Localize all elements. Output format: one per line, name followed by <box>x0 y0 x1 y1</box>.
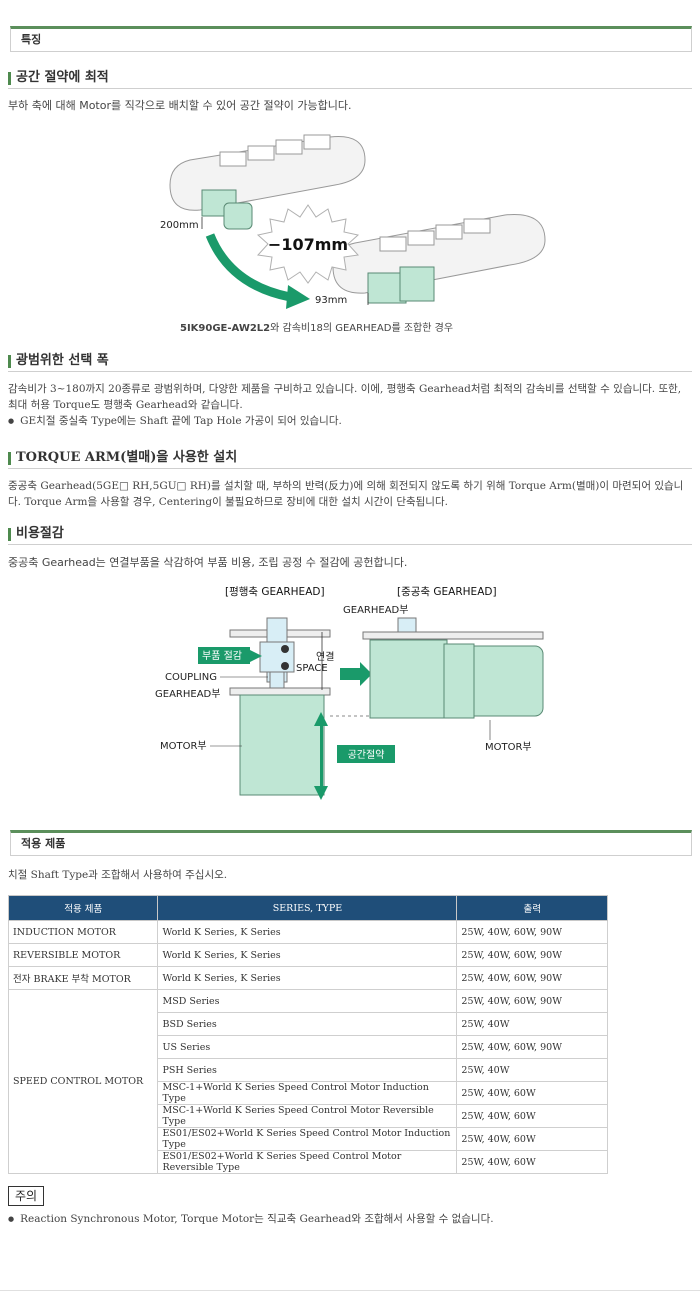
table-header-row: 적용 제품 SERIES, TYPE 출력 <box>7 895 608 921</box>
cell-output: 25W, 40W, 60W <box>456 1104 608 1128</box>
transition-arrow <box>205 233 291 302</box>
cell-output: 25W, 40W, 60W <box>456 1127 608 1151</box>
cell-output: 25W, 40W <box>456 1058 608 1082</box>
dimension-93: 93mm <box>315 295 347 306</box>
cell-series: US Series <box>157 1035 458 1059</box>
hollow-assembly: GEARHEAD부 <box>343 605 544 719</box>
cell-series: PSH Series <box>157 1058 458 1082</box>
caption-rest: 와 감속비18의 GEARHEAD를 조합한 경우 <box>270 323 454 334</box>
cell-series: ES01/ES02+World K Series Speed Control M… <box>157 1150 458 1174</box>
table-row: US Series 25W, 40W, 60W, 90W <box>9 1035 608 1059</box>
table-row: ES01/ES02+World K Series Speed Control M… <box>9 1150 608 1174</box>
cell-series: ES01/ES02+World K Series Speed Control M… <box>157 1127 458 1151</box>
gearhead-label-top: GEARHEAD부 <box>343 605 408 616</box>
cell-series: World K Series, K Series <box>157 966 458 990</box>
parts-save-label: 부품 절감 <box>202 649 242 662</box>
products-header: 적용 제품 <box>10 830 692 856</box>
table-row: INDUCTION MOTOR World K Series, K Series… <box>7 920 608 944</box>
col-product: 적용 제품 <box>7 895 159 921</box>
dimension-200: 200mm <box>160 220 199 231</box>
section-title-space-saving: 공간 절약에 최적 <box>8 69 692 89</box>
cell-output: 25W, 40W <box>456 1012 608 1036</box>
cell-series: MSC-1+World K Series Speed Control Motor… <box>157 1104 458 1128</box>
cell-product: INDUCTION MOTOR <box>7 920 159 944</box>
cell-series: BSD Series <box>157 1012 458 1036</box>
cell-output: 25W, 40W, 60W, 90W <box>456 943 608 967</box>
cell-output: 25W, 40W, 60W, 90W <box>456 989 608 1013</box>
title-hollow: [중공축 GEARHEAD] <box>397 586 497 598</box>
diagram-caption: 5IK90GE-AW2L2와 감속비18의 GEARHEAD를 조합한 경우 <box>180 321 580 337</box>
connect-label: 연결 <box>316 651 334 663</box>
reduction-label: −107mm <box>268 235 348 254</box>
cell-output: 25W, 40W, 60W <box>456 1081 608 1105</box>
features-header: 특징 <box>10 26 692 52</box>
parallel-assembly <box>229 617 331 796</box>
section-title-torque-arm: TORQUE ARM(별매)을 사용한 설치 <box>8 449 692 469</box>
table-row: ES01/ES02+World K Series Speed Control M… <box>9 1127 608 1151</box>
parts-save-badge <box>198 647 250 664</box>
cell-output: 25W, 40W, 60W, 90W <box>456 1035 608 1059</box>
motor-label-left: MOTOR부 <box>160 741 207 752</box>
caution-label: 주의 <box>8 1186 45 1206</box>
reduction-starburst <box>256 204 360 284</box>
table-row: MSC-1+World K Series Speed Control Motor… <box>9 1081 608 1105</box>
section-text-space-saving: 부하 축에 대해 Motor를 직각으로 배치할 수 있어 공간 절약이 가능합… <box>8 99 352 112</box>
space-label: SPACE <box>296 663 328 674</box>
cell-product: 전자 BRAKE 부착 MOTOR <box>7 966 159 990</box>
cell-output: 25W, 40W, 60W, 90W <box>456 966 608 990</box>
lower-motor <box>367 266 435 304</box>
conveyor-diagram: −107mm 200mm 93mm <box>160 134 546 309</box>
section-title-cost-saving: 비용절감 <box>8 525 692 545</box>
title-parallel: [평행축 GEARHEAD] <box>225 586 325 598</box>
upper-conveyor <box>169 134 366 211</box>
cell-series: World K Series, K Series <box>157 943 458 967</box>
caption-model: 5IK90GE-AW2L2 <box>180 323 271 334</box>
gearhead-label-left: GEARHEAD부 <box>155 689 220 700</box>
section-text-wide-selection: 감속비가 3~180까지 20종류로 광범위하며, 다양한 제품을 구비하고 있… <box>8 383 682 411</box>
motor-label-right: MOTOR부 <box>485 742 532 753</box>
cell-product: REVERSIBLE MOTOR <box>7 943 159 967</box>
coupling-label: COUPLING <box>165 672 217 683</box>
products-table: 적용 제품 SERIES, TYPE 출력 INDUCTION MOTOR Wo… <box>7 895 608 1174</box>
section-text-cost-saving: 중공축 Gearhead는 연결부품을 삭감하여 부품 비용, 조립 공정 수 … <box>8 556 408 569</box>
col-output: 출력 <box>456 895 608 921</box>
space-save-label: 공간절약 <box>348 748 385 761</box>
caution-text: Reaction Synchronous Motor, Torque Motor… <box>8 1211 692 1228</box>
gearhead-comparison-diagram: [평행축 GEARHEAD] [중공축 GEARHEAD] 연결 SPACE 공… <box>155 586 544 800</box>
footer-divider <box>0 1290 700 1291</box>
cell-series: MSC-1+World K Series Speed Control Motor… <box>157 1081 458 1105</box>
section-text-torque-arm: 중공축 Gearhead(5GE□ RH,5GU□ RH)를 설치할 때, 부하… <box>8 480 684 508</box>
space-save-badge <box>337 745 395 763</box>
cell-output: 25W, 40W, 60W <box>456 1150 608 1174</box>
products-note: 치절 Shaft Type과 조합해서 사용하여 주십시오. <box>8 869 228 881</box>
cell-product-speed-control: SPEED CONTROL MOTOR <box>7 989 159 1174</box>
table-row: SPEED CONTROL MOTOR MSD Series 25W, 40W,… <box>7 989 608 1174</box>
section-title-wide-selection: 광범위한 선택 폭 <box>8 352 692 372</box>
cell-output: 25W, 40W, 60W, 90W <box>456 920 608 944</box>
cell-series: World K Series, K Series <box>157 920 458 944</box>
lower-conveyor <box>332 214 546 294</box>
cell-series: MSD Series <box>157 989 458 1013</box>
col-series: SERIES, TYPE <box>157 895 458 921</box>
table-row: 전자 BRAKE 부착 MOTOR World K Series, K Seri… <box>7 966 608 990</box>
upper-motor <box>201 189 253 230</box>
table-row: REVERSIBLE MOTOR World K Series, K Serie… <box>7 943 608 967</box>
section-bullet-tap-hole: GE치절 중실축 Type에는 Shaft 끝에 Tap Hole 가공이 되어… <box>8 413 692 430</box>
